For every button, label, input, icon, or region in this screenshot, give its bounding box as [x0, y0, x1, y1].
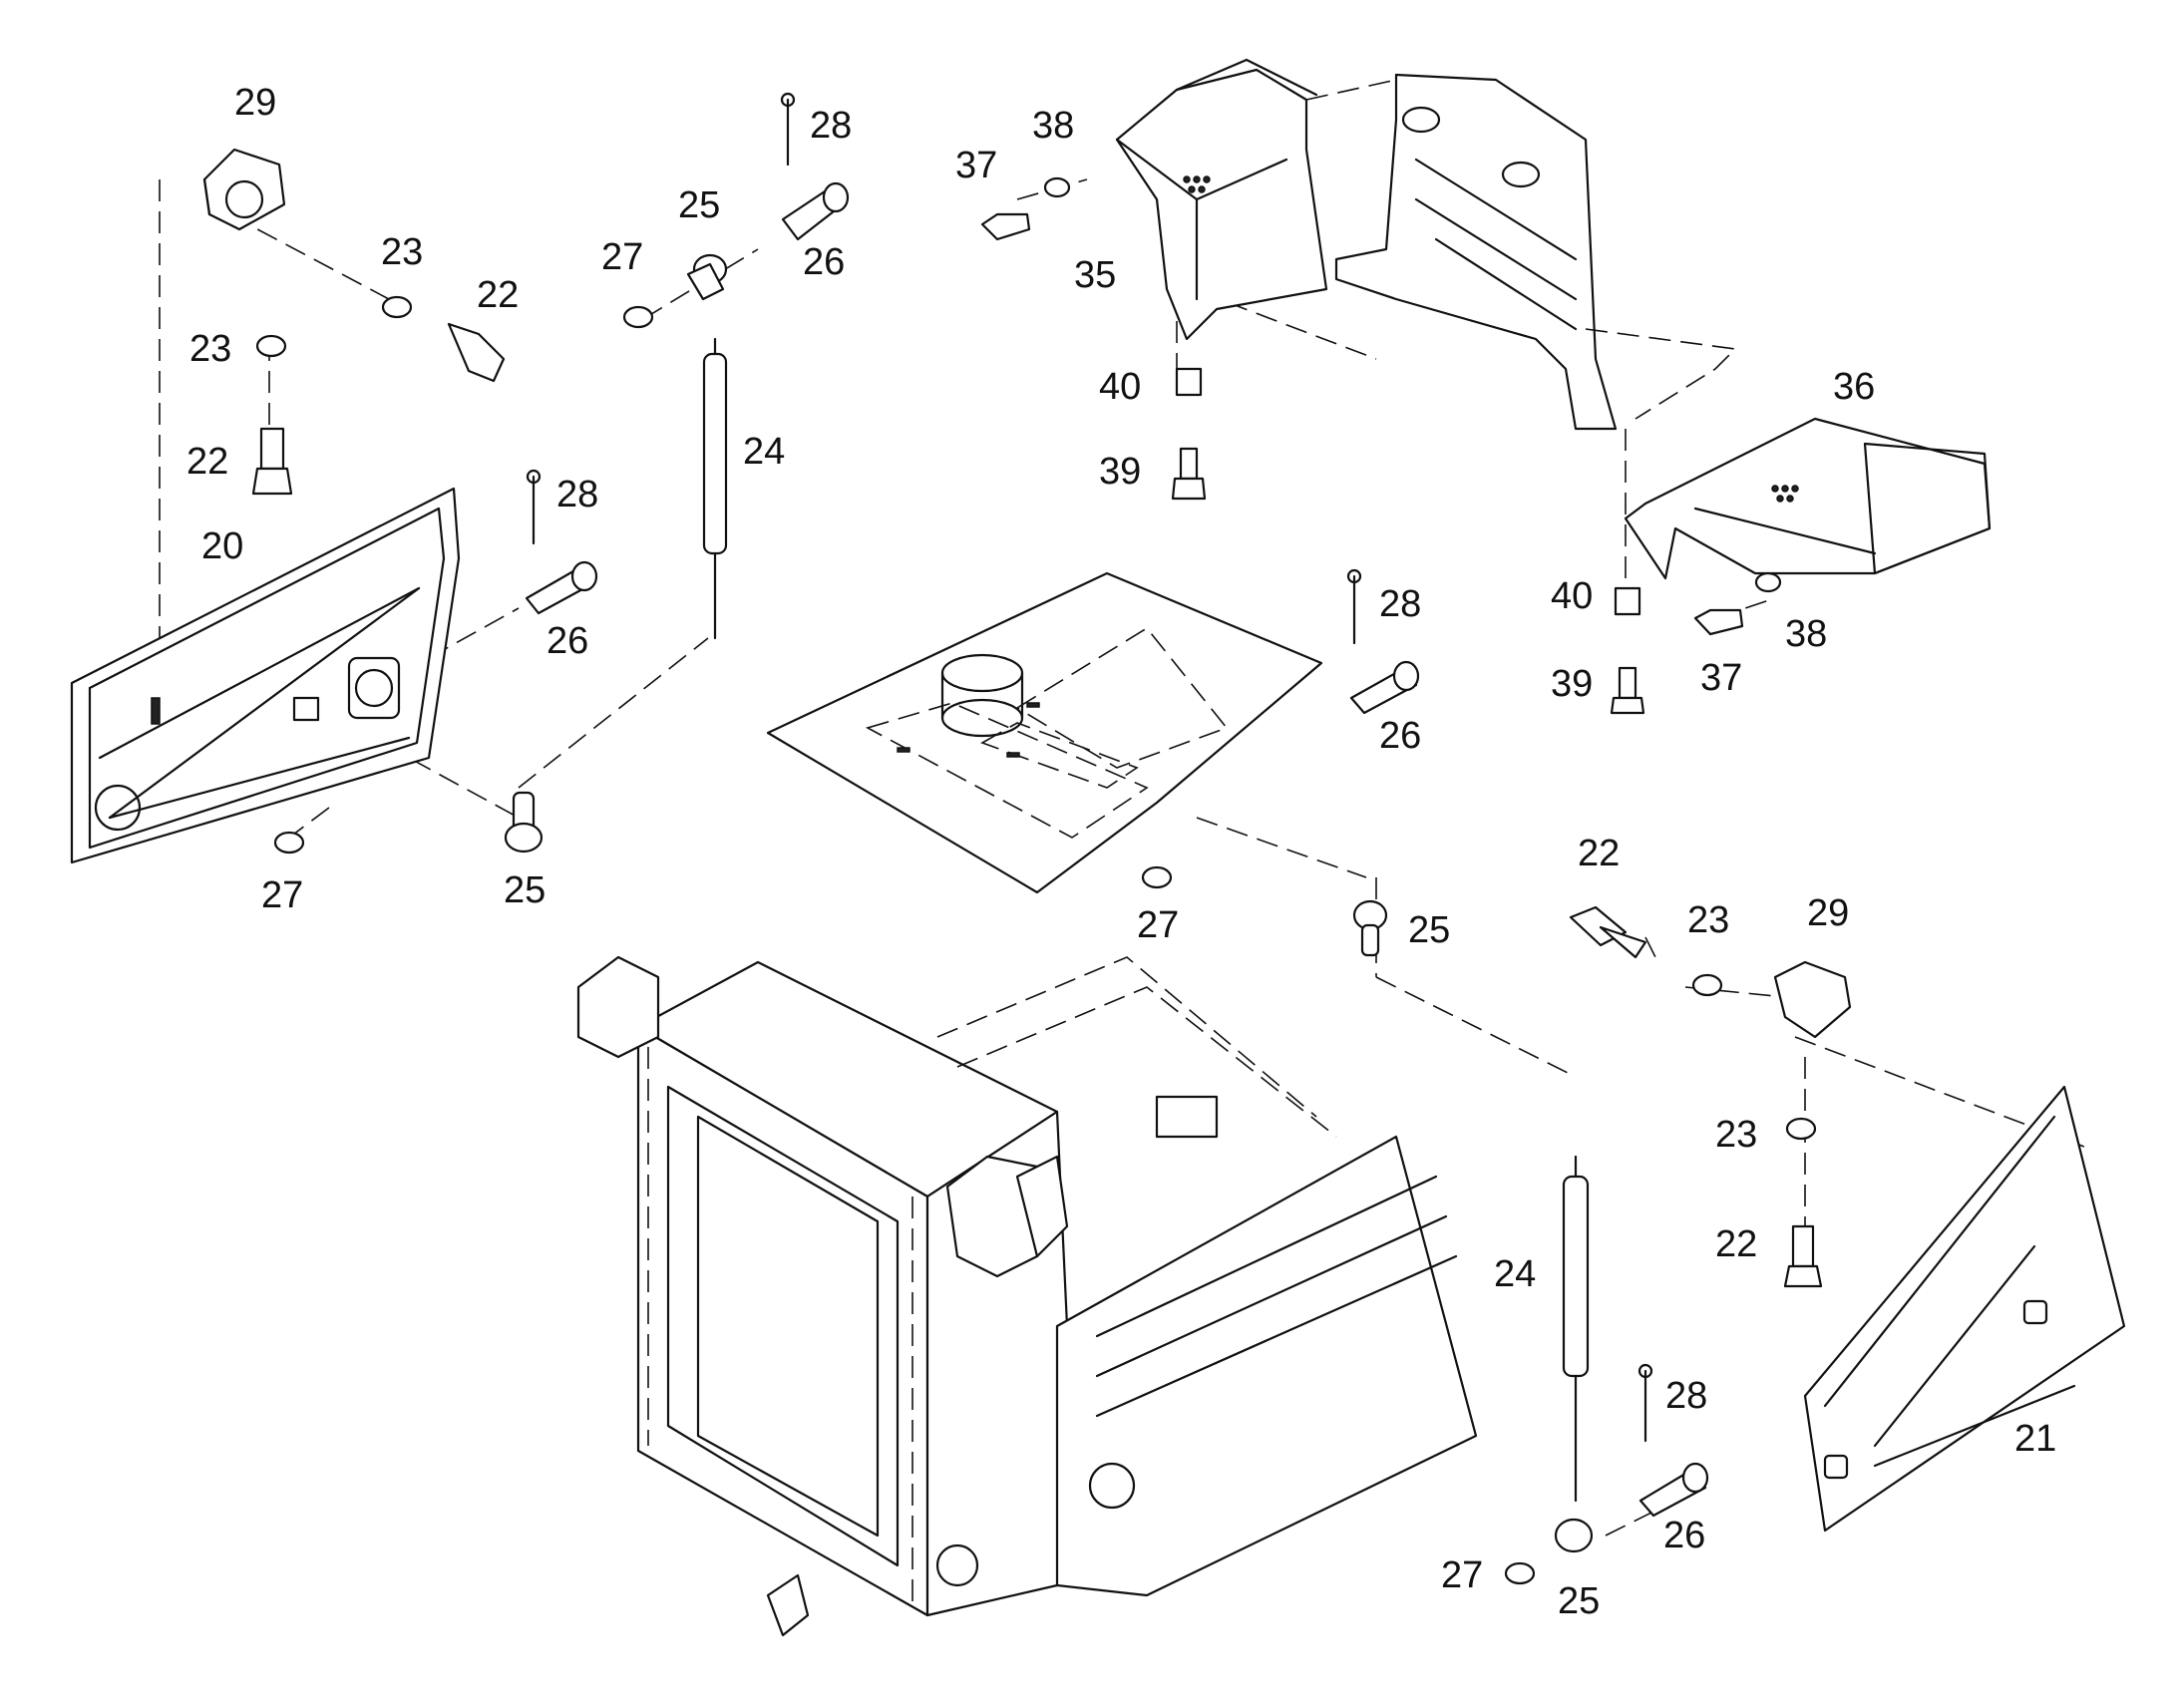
callout-39: 39 — [1099, 451, 1141, 493]
callout-26: 26 — [803, 241, 845, 283]
callout-24: 24 — [1494, 1253, 1536, 1295]
callout-38: 38 — [1785, 613, 1827, 655]
callout-27: 27 — [1441, 1554, 1483, 1596]
callout-23: 23 — [381, 231, 423, 273]
callout-35: 35 — [1074, 254, 1116, 296]
callout-22: 22 — [186, 441, 228, 483]
mounting-bracket-35 — [980, 58, 1328, 501]
gas-strut-lower — [1554, 1155, 1594, 1553]
callout-23: 23 — [1687, 899, 1729, 941]
main-frame-structure — [576, 955, 1478, 1637]
pin-cotter-center — [1346, 568, 1420, 715]
rear-frame-structure — [1334, 73, 1737, 431]
pin-cotter-lower — [1504, 1363, 1709, 1585]
callout-24: 24 — [743, 431, 785, 473]
callout-29: 29 — [234, 82, 276, 124]
center-cover-plate — [766, 571, 1323, 894]
callout-37: 37 — [1700, 657, 1742, 699]
washer-bolt-set-top-left — [251, 295, 506, 496]
pin-cotter-upper — [622, 92, 850, 329]
pivot-bracket-right — [1569, 905, 1852, 1288]
callout-26: 26 — [1663, 1515, 1705, 1556]
callout-27: 27 — [1137, 904, 1179, 946]
callout-labels: 29 28 38 37 25 23 22 27 26 35 23 36 40 2… — [186, 82, 2056, 1622]
callout-29: 29 — [1807, 892, 1849, 934]
callout-28: 28 — [810, 105, 852, 147]
pivot-bracket-top-left — [202, 148, 286, 231]
callout-25: 25 — [678, 184, 720, 226]
left-side-panel — [70, 487, 461, 864]
callout-23: 23 — [189, 328, 231, 370]
callout-40: 40 — [1551, 575, 1593, 617]
vent-holes-35 — [1183, 175, 1211, 193]
callout-22: 22 — [477, 274, 519, 316]
callout-22: 22 — [1715, 1223, 1757, 1265]
right-side-panel — [1803, 1085, 2126, 1533]
vent-holes-36 — [1771, 485, 1799, 503]
callout-39: 39 — [1551, 663, 1593, 705]
callout-40: 40 — [1099, 366, 1141, 408]
callout-26: 26 — [546, 620, 588, 662]
callout-22: 22 — [1578, 833, 1620, 874]
rod-end-lower-left — [273, 791, 544, 854]
callout-28: 28 — [556, 474, 598, 515]
callout-37: 37 — [955, 145, 997, 186]
callout-20: 20 — [201, 525, 243, 567]
callout-27: 27 — [261, 874, 303, 916]
callout-25: 25 — [1558, 1580, 1600, 1622]
callout-23: 23 — [1715, 1114, 1757, 1156]
gas-strut-upper — [686, 253, 728, 640]
callout-36: 36 — [1833, 366, 1875, 408]
callout-28: 28 — [1379, 583, 1421, 625]
callout-26: 26 — [1379, 715, 1421, 757]
callout-21: 21 — [2014, 1418, 2056, 1460]
callout-25: 25 — [1408, 909, 1450, 951]
callout-25: 25 — [504, 869, 545, 911]
callout-27: 27 — [601, 236, 643, 278]
rod-end-center-right — [1352, 899, 1388, 957]
callout-28: 28 — [1665, 1375, 1707, 1417]
pin-cotter-mid-left — [525, 469, 598, 615]
mounting-bracket-36 — [1610, 417, 1992, 715]
callout-38: 38 — [1032, 105, 1074, 147]
